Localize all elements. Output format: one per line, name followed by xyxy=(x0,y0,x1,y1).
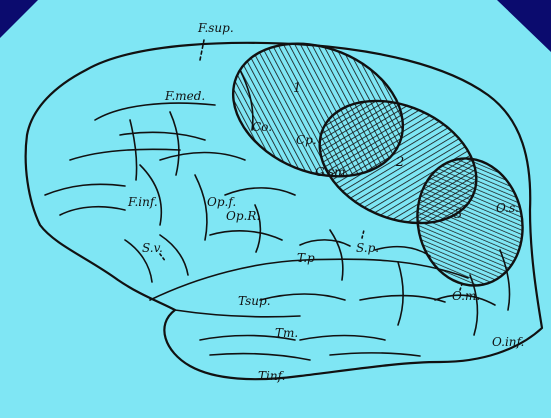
label-s-v: S.v. xyxy=(142,241,163,255)
label-op-f: Op.f. xyxy=(207,195,236,209)
label-cp: Cp. xyxy=(296,133,317,147)
label-t-p: T.p xyxy=(297,251,315,265)
label-g-sm: G.sm. xyxy=(315,165,349,179)
label-f-sup: F.sup. xyxy=(197,21,234,35)
label-o-s: O.s. xyxy=(496,201,519,215)
label-t-sup: Tsup. xyxy=(238,294,271,308)
label-t-m: Tm. xyxy=(275,326,298,340)
label-co: Co. xyxy=(252,120,272,134)
label-f-med: F.med. xyxy=(164,89,205,103)
label-o-m: O.m. xyxy=(452,289,480,303)
label-op-r: Op.R. xyxy=(226,209,260,223)
label-f-inf: F.inf. xyxy=(127,195,158,209)
label-o-inf: O.inf. xyxy=(492,335,524,349)
label-t-inf: Tinf. xyxy=(258,369,285,383)
label-s-p: S.p. xyxy=(356,241,379,255)
area-3-number: 3 xyxy=(454,207,462,222)
area-2-number: 2 xyxy=(395,155,404,170)
area-1-number: 1 xyxy=(293,81,301,96)
